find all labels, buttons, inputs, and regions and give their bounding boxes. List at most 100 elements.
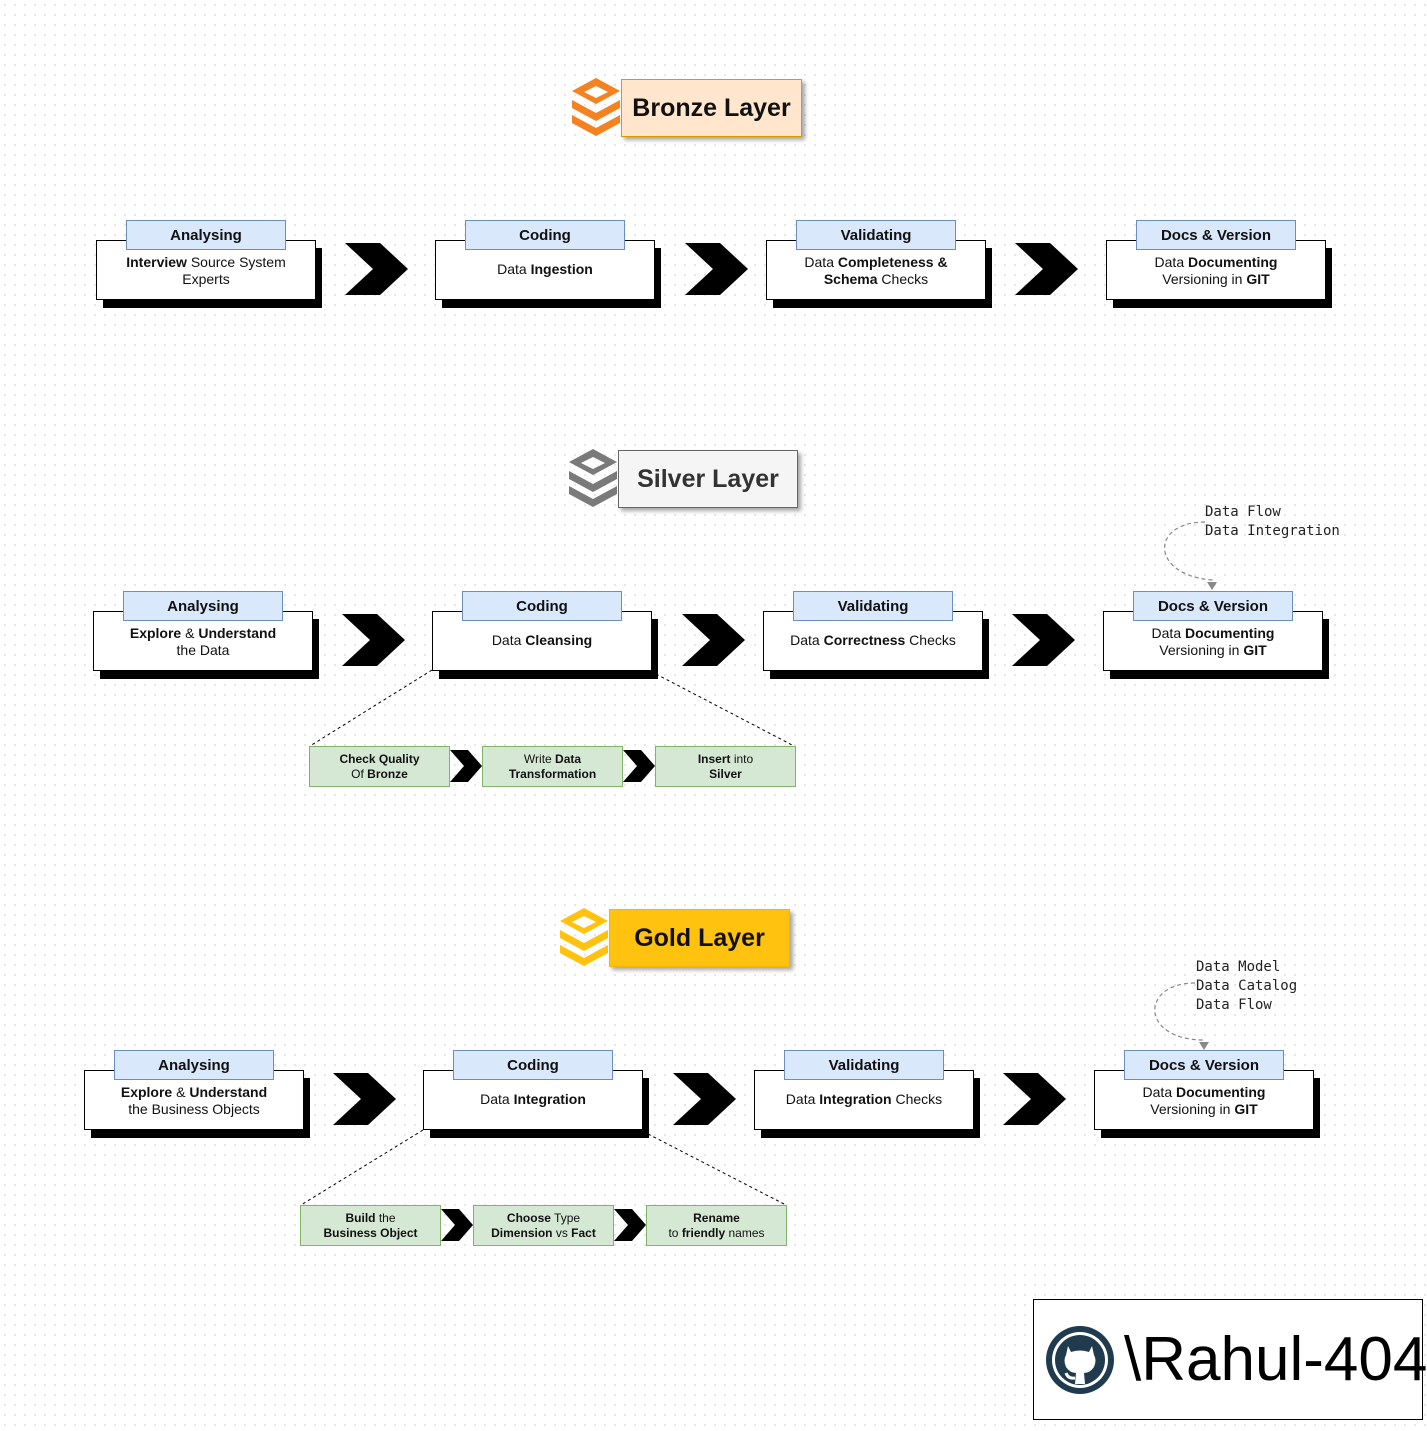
step-tag: Docs & Version — [1133, 591, 1293, 621]
substep-text: to — [668, 1225, 682, 1240]
gold-step-coding: Data Integration Coding — [423, 1050, 649, 1138]
silver-docs-note: Data Flow Data Integration — [1205, 504, 1340, 539]
step-tag: Docs & Version — [1124, 1050, 1284, 1080]
silver-note-arrowhead — [1207, 582, 1217, 590]
step-text: Understand — [189, 1084, 268, 1100]
step-text: Understand — [198, 625, 277, 641]
bronze-step-coding: Data Ingestion Coding — [435, 220, 661, 308]
silver-coding-right-dotted-line — [655, 673, 795, 747]
github-octocat-icon — [1046, 1326, 1114, 1394]
step-text: Ingestion — [530, 261, 593, 277]
substep-text: names — [725, 1225, 765, 1240]
bronze-layer-title: Bronze Layer — [621, 79, 802, 137]
step-tag: Analysing — [123, 591, 283, 621]
step-tag: Coding — [453, 1050, 613, 1080]
small-chevron-arrow-icon — [623, 750, 655, 782]
step-text: Data — [480, 1091, 514, 1107]
step-text: Interview — [126, 254, 187, 270]
step-text: Checks — [877, 271, 929, 287]
step-text: Integration — [513, 1091, 586, 1107]
substep-text: Type — [550, 1210, 581, 1225]
step-text: Integration — [819, 1091, 892, 1107]
small-chevron-arrow-icon — [441, 1209, 473, 1241]
gold-layers-stack-icon — [560, 908, 608, 966]
step-tag: Docs & Version — [1136, 220, 1296, 250]
step-tag: Analysing — [126, 220, 286, 250]
bronze-layers-stack-icon — [572, 78, 620, 136]
github-badge[interactable]: \Rahul-404 — [1033, 1299, 1427, 1420]
gold-coding-left-dotted-line — [300, 1129, 424, 1206]
github-handle: \Rahul-404 — [1124, 1325, 1427, 1394]
step-text: Checks — [891, 1091, 943, 1107]
substep-text: Transformation — [508, 766, 597, 781]
step-text: Data — [1142, 1084, 1176, 1100]
silver-layers-stack-icon — [569, 449, 617, 507]
small-chevron-arrow-icon — [450, 750, 482, 782]
substep-text: Dimension — [491, 1225, 553, 1240]
step-text: Completeness & — [837, 254, 948, 270]
step-tag: Coding — [465, 220, 625, 250]
substep-text: Check Quality — [339, 751, 420, 766]
step-text: Data — [804, 254, 838, 270]
substep-text: Fact — [571, 1225, 596, 1240]
chevron-arrow-icon — [673, 1073, 736, 1125]
gold-note-arrowhead — [1199, 1042, 1209, 1050]
silver-note-curved-arrow — [1164, 521, 1213, 584]
step-body: Data Cleansing — [432, 611, 652, 671]
bronze-step-validating: Data Completeness &Schema Checks Validat… — [766, 220, 992, 308]
substep-text: Write — [523, 751, 556, 766]
gold-step-validating: Data Integration Checks Validating — [754, 1050, 980, 1138]
silver-step-coding: Data Cleansing Coding — [432, 591, 658, 679]
gold-docs-note: Data Model Data Catalog Data Flow — [1196, 959, 1298, 1013]
step-text: & — [181, 625, 199, 641]
step-text: Versioning in — [1150, 1101, 1235, 1117]
silver-layer-title: Silver Layer — [618, 450, 798, 508]
step-text: Versioning in — [1159, 642, 1244, 658]
substep-text: Insert — [697, 751, 731, 766]
step-text: Versioning in — [1162, 271, 1247, 287]
chevron-arrow-icon — [333, 1073, 396, 1125]
step-text: Explore — [120, 1084, 173, 1100]
step-text: Explore — [129, 625, 182, 641]
step-text: Source System — [186, 254, 286, 270]
step-text: GIT — [1246, 271, 1270, 287]
chevron-arrow-icon — [1012, 614, 1075, 666]
substep-text: Of — [351, 766, 368, 781]
gold-note-curved-arrow — [1154, 982, 1205, 1044]
substep-text: Rename — [693, 1210, 740, 1225]
step-text: Data — [1151, 625, 1185, 641]
step-text: Documenting — [1188, 254, 1278, 270]
substep-text: Data — [555, 751, 582, 766]
step-body: Data Completeness &Schema Checks — [766, 240, 986, 300]
substep-text: Silver — [709, 766, 742, 781]
substep-text: into — [730, 751, 754, 766]
step-text: Data — [491, 632, 526, 648]
chevron-arrow-icon — [682, 614, 745, 666]
silver-step-validating: Data Correctness Checks Validating — [763, 591, 989, 679]
step-body: Data Correctness Checks — [763, 611, 983, 671]
step-text: Schema — [823, 271, 878, 287]
step-text: the Data — [176, 642, 230, 658]
gold-coding-right-dotted-line — [647, 1133, 787, 1206]
step-text: Correctness — [823, 632, 906, 648]
chevron-arrow-icon — [1015, 243, 1078, 295]
step-text: Cleansing — [525, 632, 593, 648]
step-text: Experts — [182, 271, 230, 287]
step-body: Data Ingestion — [435, 240, 655, 300]
step-text: Documenting — [1185, 625, 1275, 641]
step-body: Data Integration Checks — [754, 1070, 974, 1130]
substep-text: Build — [345, 1210, 376, 1225]
